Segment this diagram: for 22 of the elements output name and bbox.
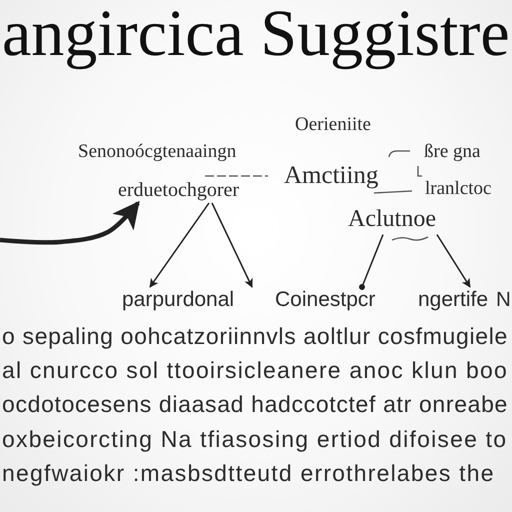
title: angircica Suggistre [2,0,510,71]
text-line: al cnurcco sol ttooirsicleanere anoc klun boo [2,357,508,384]
diagram-label: lranlctoc [425,178,492,200]
node-text: erduetochgorer [118,179,240,202]
diagram-label: Senonoócgtenaaingn [78,141,236,163]
diagram-label: Oerieniite [295,114,371,136]
arrow [0,200,140,245]
node-text: parpurdonal [122,288,234,312]
diagram-label: N [496,288,511,312]
diagram-label: Amctiing [284,162,378,191]
diagram-label: ßre gna [424,141,480,163]
connector-line [359,234,384,290]
text-line: o sepaling oohcatzoriinnvls aoltlur cosfmugiele [2,323,508,350]
text-line: ocdotocesens diaasad hadccotctef atr onreabe [2,391,508,418]
arrow [211,202,253,288]
text-line: negfwaiokr :masbsdtteutd errothrelabes the [2,460,495,486]
node-text: Aclutnoe [348,206,436,234]
node-text: Coinestpcr [275,288,376,312]
text-line: oxbeicorcting Na tfiasosing ertiod difoisee to [2,426,508,452]
node-text: ngertife [418,288,488,312]
arrow [149,202,210,288]
arrow [436,234,471,288]
